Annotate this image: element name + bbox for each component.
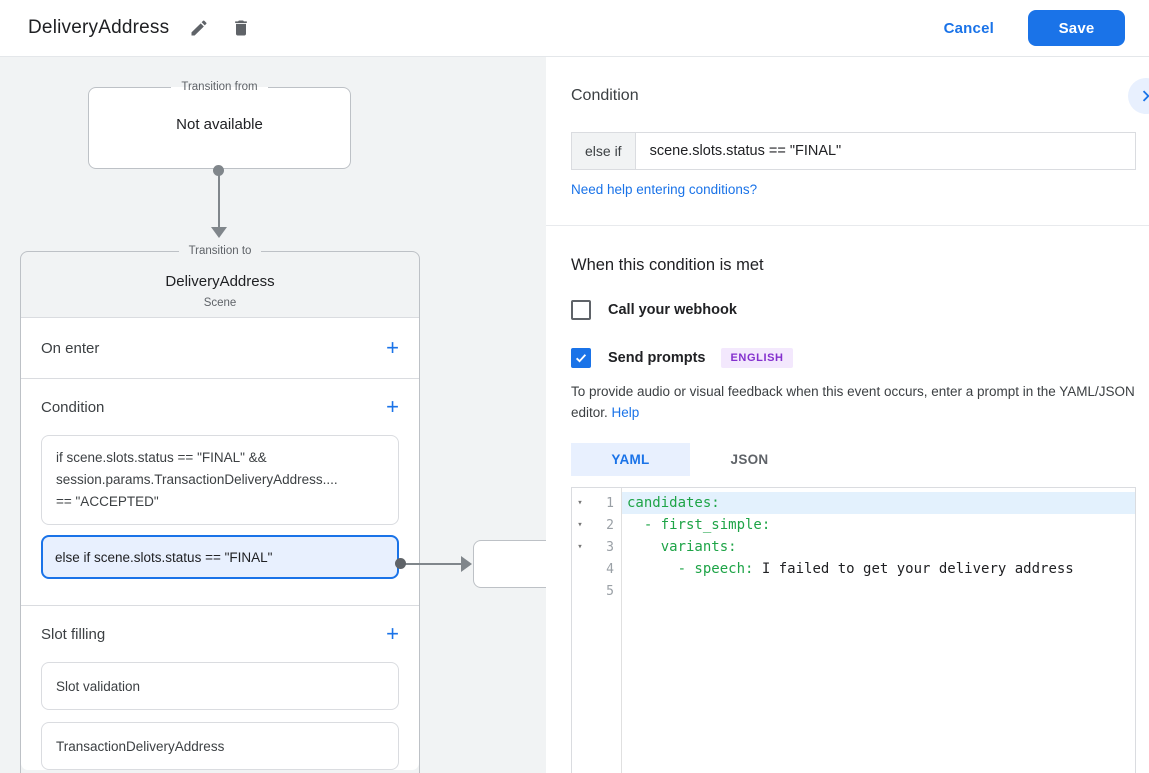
code-line[interactable] <box>622 580 1135 602</box>
condition-1-line: if scene.slots.status == "FINAL" && <box>56 450 267 465</box>
yaml-value: I failed to get your delivery address <box>753 561 1074 577</box>
page-title: DeliveryAddress <box>28 17 170 38</box>
code-line[interactable]: - speech: I failed to get your delivery … <box>622 558 1135 580</box>
scene-type-label: Scene <box>203 297 237 309</box>
transition-from-box[interactable]: Transition from Not available <box>88 81 351 169</box>
slot-item-validation[interactable]: Slot validation <box>41 662 399 710</box>
connector-arrowhead-icon <box>211 227 227 238</box>
condition-1-line: == "ACCEPTED" <box>56 494 159 509</box>
cancel-button[interactable]: Cancel <box>943 19 994 37</box>
yaml-key: variants: <box>627 539 737 555</box>
condition-section-label: Condition <box>41 398 105 416</box>
line-number: 4 <box>606 561 614 577</box>
code-line[interactable]: - first_simple: <box>622 514 1135 536</box>
send-prompts-checkbox[interactable] <box>571 348 591 368</box>
gutter-row: ▾ 1 <box>572 492 621 514</box>
tab-yaml[interactable]: YAML <box>571 443 690 476</box>
helper-help-link[interactable]: Help <box>611 405 640 420</box>
app-header: DeliveryAddress Cancel Save <box>0 0 1149 57</box>
edit-button[interactable] <box>187 16 211 40</box>
pencil-icon <box>191 20 207 36</box>
on-enter-row[interactable]: On enter + <box>21 318 419 379</box>
connector-arrowhead-icon <box>461 556 472 572</box>
condition-expression-input[interactable] <box>635 133 1135 169</box>
yaml-key: - first_simple: <box>627 517 771 533</box>
line-number: 5 <box>606 583 614 599</box>
condition-help-link[interactable]: Need help entering conditions? <box>571 182 758 197</box>
gutter-row: ▾ 3 <box>572 536 621 558</box>
call-webhook-label: Call your webhook <box>608 302 737 318</box>
gutter-row: 4 <box>572 558 621 580</box>
add-condition-icon[interactable]: + <box>386 394 399 419</box>
condition-input-row: else if <box>571 132 1136 170</box>
code-line[interactable]: variants: <box>622 536 1135 558</box>
collapse-panel-button[interactable] <box>1128 78 1149 114</box>
save-button[interactable]: Save <box>1028 10 1125 46</box>
fold-arrow-icon[interactable]: ▾ <box>577 520 583 530</box>
yaml-key: - speech: <box>627 561 754 577</box>
editor-code-area[interactable]: candidates: - first_simple: variants: - … <box>622 488 1135 773</box>
fold-arrow-icon[interactable]: ▾ <box>577 498 583 508</box>
connector-dot <box>395 558 406 569</box>
slot-item-transaction-delivery-address[interactable]: TransactionDeliveryAddress <box>41 722 399 770</box>
line-number: 2 <box>606 517 614 533</box>
add-on-enter-icon[interactable]: + <box>386 335 399 360</box>
condition-prefix-label: else if <box>572 133 636 169</box>
scene-card-header[interactable]: DeliveryAddress Scene <box>21 257 419 317</box>
connector-line <box>404 563 462 565</box>
delete-button[interactable] <box>229 16 253 40</box>
gutter-row: 5 <box>572 580 621 602</box>
transition-from-legend: Transition from <box>181 81 258 93</box>
condition-detail-panel: Condition else if Need help entering con… <box>546 57 1149 773</box>
transition-to-legend: Transition to <box>188 245 252 257</box>
on-enter-label: On enter <box>41 339 100 357</box>
connector-line <box>218 170 220 227</box>
yaml-code-editor: ▾ 1 ▾ 2 ▾ 3 4 5 <box>571 487 1136 773</box>
slot-filling-label: Slot filling <box>41 625 106 643</box>
condition-item-2-selected[interactable]: else if scene.slots.status == "FINAL" <box>41 535 399 579</box>
scene-flow-panel: Transition from Not available Transition… <box>0 57 546 773</box>
transition-from-content: Not available <box>176 115 263 133</box>
send-prompts-label: Send prompts <box>608 350 706 366</box>
editor-format-tabs: YAML JSON <box>571 443 1149 476</box>
condition-1-line: session.params.TransactionDeliveryAddres… <box>56 472 338 487</box>
yaml-key: candidates: <box>627 495 720 511</box>
gutter-row: ▾ 2 <box>572 514 621 536</box>
checkmark-icon <box>575 354 587 363</box>
trash-icon <box>235 20 248 36</box>
condition-met-title: When this condition is met <box>571 256 764 274</box>
language-badge: ENGLISH <box>721 348 793 368</box>
send-prompts-row: Send prompts ENGLISH <box>571 348 1149 368</box>
tab-json[interactable]: JSON <box>730 452 769 467</box>
slot-filling-section: Slot filling + Slot validation Transacti… <box>21 606 419 770</box>
panel-title: Condition <box>571 87 639 104</box>
main-layout: Transition from Not available Transition… <box>0 57 1149 773</box>
call-webhook-checkbox[interactable] <box>571 300 591 320</box>
condition-section: Condition + if scene.slots.status == "FI… <box>21 379 419 606</box>
slot-filling-section-head: Slot filling + <box>21 606 419 662</box>
section-divider <box>546 225 1149 226</box>
scene-card: Transition to DeliveryAddress Scene On e… <box>20 245 420 773</box>
add-slot-icon[interactable]: + <box>386 621 399 646</box>
chevron-right-icon <box>1142 90 1149 102</box>
line-number: 3 <box>606 539 614 555</box>
code-line[interactable]: candidates: <box>622 492 1135 514</box>
scene-name: DeliveryAddress <box>165 273 275 290</box>
helper-text-body: To provide audio or visual feedback when… <box>571 384 1135 420</box>
scene-card-body: On enter + Condition + if scene.slots.st… <box>21 317 419 770</box>
condition-item-1[interactable]: if scene.slots.status == "FINAL" && sess… <box>41 435 399 525</box>
fold-arrow-icon[interactable]: ▾ <box>577 542 583 552</box>
editor-gutter: ▾ 1 ▾ 2 ▾ 3 4 5 <box>572 488 622 773</box>
webhook-row: Call your webhook <box>571 300 1149 320</box>
prompt-helper-text: To provide audio or visual feedback when… <box>571 381 1136 423</box>
condition-section-head: Condition + <box>21 379 419 435</box>
line-number: 1 <box>606 495 614 511</box>
condition-target-box[interactable] <box>473 540 546 588</box>
